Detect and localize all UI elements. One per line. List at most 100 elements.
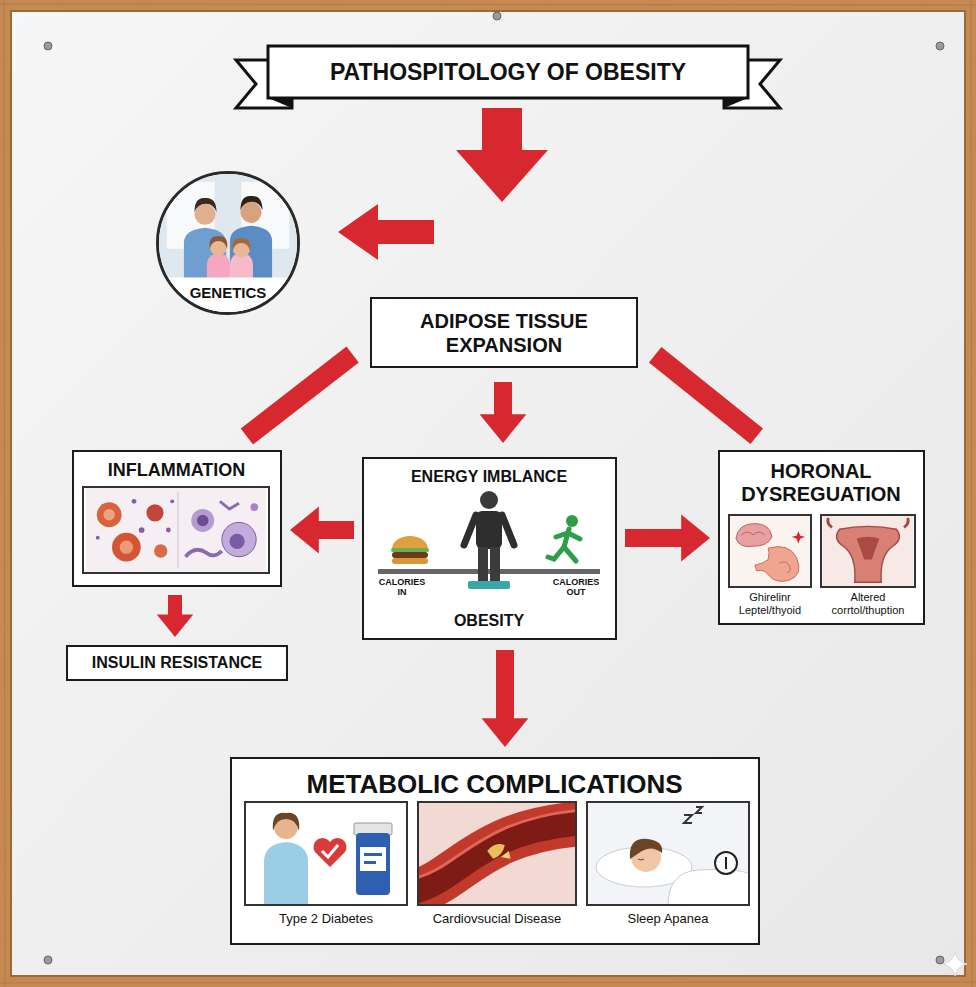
drawing-part	[0, 982, 976, 983]
drawing-part	[638, 859, 644, 860]
node-label: ENERGY IMBLANCE	[364, 467, 614, 486]
drawing-part	[392, 536, 428, 549]
connector-shaft	[494, 382, 512, 417]
drawing-part	[97, 502, 122, 527]
drawing-part	[96, 499, 174, 540]
process-box: HORONAL DYSREGUATIONGhirelinr Leptel/thy…	[718, 450, 925, 625]
inflammation-cells	[82, 486, 270, 574]
node-label: INSULIN RESISTANCE	[70, 653, 284, 672]
drawing-part	[792, 531, 805, 543]
arrow-head	[290, 507, 319, 554]
drawing-part	[480, 491, 498, 509]
genetics-circle: GENETICS	[156, 171, 300, 315]
decor-arrows	[338, 108, 548, 260]
diabetes-image	[244, 801, 408, 906]
drawing-part	[186, 550, 222, 557]
drawing-part	[971, 0, 972, 987]
drawing-part	[139, 527, 145, 533]
drawing-part	[313, 838, 346, 867]
drawing-part	[159, 174, 297, 312]
drawing-part	[230, 226, 272, 282]
drawing-part	[207, 254, 230, 282]
drawing-part	[476, 511, 502, 549]
drawing-part	[96, 536, 100, 540]
drawing-part	[392, 552, 428, 558]
drawing-part	[837, 526, 900, 582]
node-label: Cardiovsucial Disease	[417, 911, 577, 927]
drawing-part	[194, 198, 216, 212]
drawing-part	[468, 581, 510, 589]
drawing-part	[556, 533, 580, 539]
arrow-head	[480, 414, 527, 443]
process-box: ENERGY IMBLANCECALORIES INCALORIES OUTOB…	[362, 457, 617, 640]
drawing-part	[197, 515, 208, 526]
drawing-part	[493, 12, 501, 20]
sparkle-mark	[943, 952, 967, 976]
drawing-part	[120, 541, 133, 554]
connector-arrow	[480, 382, 527, 443]
process-box: INFLAMMATION	[72, 450, 282, 587]
node-label: GENETICS	[159, 284, 297, 302]
drawing-part	[364, 853, 382, 856]
drawing-part	[132, 499, 137, 504]
drawing-part	[322, 845, 338, 857]
process-box: ADIPOSE TISSUE EXPANSION	[370, 297, 638, 368]
drawing-part	[823, 516, 914, 586]
drawing-part	[191, 509, 214, 532]
drawing-part	[264, 842, 308, 906]
drawing-part	[730, 516, 809, 586]
group-box: METABOLIC COMPLICATIONS Type 2 Diabetes …	[230, 757, 760, 945]
drawing-part	[724, 98, 748, 108]
drawing-part	[177, 492, 179, 568]
drawing-part	[715, 852, 737, 874]
drawing-part	[502, 515, 514, 545]
drawing-part	[268, 98, 292, 108]
drawing-part	[668, 870, 750, 907]
node-label: ADIPOSE TISSUE EXPANSION	[386, 309, 622, 357]
connector-arrow	[482, 650, 529, 747]
image-panel: Cardiovsucial Disease	[417, 801, 577, 935]
drawing-part	[220, 501, 239, 509]
arrow-head	[482, 718, 529, 747]
drawing-part	[392, 558, 428, 564]
drawing-part	[456, 108, 548, 202]
drawing-part	[857, 537, 880, 560]
drawing-part	[696, 807, 702, 813]
connector-arrow	[655, 355, 757, 436]
stomach-brain-image	[728, 514, 812, 588]
image-panel: Type 2 Diabetes	[244, 801, 408, 935]
drawing-part	[736, 524, 772, 547]
drawing-part	[936, 956, 944, 964]
sleep-image	[586, 801, 750, 906]
drawing-part	[548, 529, 580, 561]
node-text: OBESITY	[364, 611, 614, 630]
process-box: INSULIN RESISTANCE	[66, 645, 288, 681]
drawing-part	[232, 238, 250, 251]
drawing-part	[230, 254, 253, 282]
drawing-part	[378, 569, 600, 574]
title-text: PATHOSPITOLOGY OF OBESITY	[268, 48, 748, 96]
artery-image	[417, 801, 577, 906]
drawing-part	[828, 518, 908, 527]
drawing-part	[464, 515, 476, 545]
drawing-part	[936, 42, 944, 50]
drawing-part	[246, 801, 406, 906]
drawing-part	[417, 810, 577, 878]
drawing-part	[779, 562, 790, 573]
drawing-part	[417, 824, 577, 892]
connector-arrow	[625, 515, 710, 562]
image-panel: Sleep Apanea	[586, 801, 750, 935]
arrow-head	[681, 515, 710, 562]
node-text: Altered corrtol/thuption	[820, 591, 916, 616]
connector-arrow	[290, 507, 354, 554]
connector-shaft	[316, 521, 354, 539]
node-label: INFLAMMATION	[74, 460, 279, 482]
connector-shaft	[247, 355, 353, 437]
drawing-part	[170, 499, 174, 503]
drawing-part	[4, 0, 5, 987]
drawing-part	[166, 528, 171, 533]
drawing-part	[755, 547, 799, 582]
